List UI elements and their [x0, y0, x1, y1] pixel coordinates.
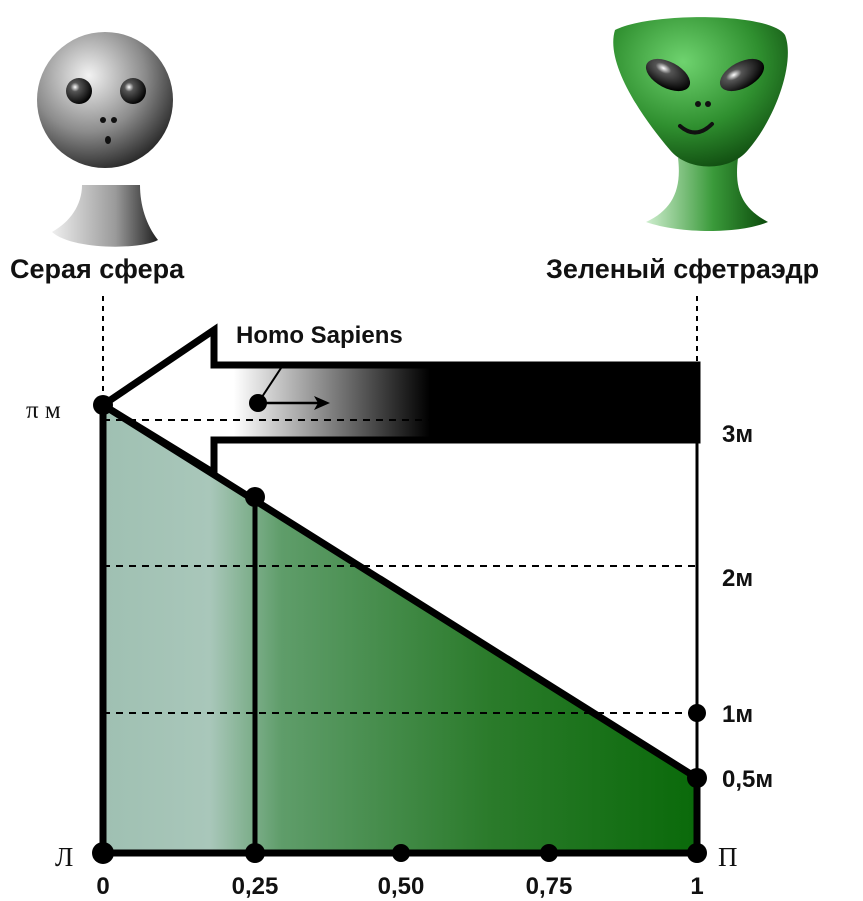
point-bottom-0 [92, 842, 114, 864]
shaded-area [103, 405, 697, 853]
homo-sapiens-arrow [96, 323, 701, 480]
point-bottom-1 [687, 843, 707, 863]
x-tick-075: 0,75 [526, 873, 573, 900]
point-right-1m [688, 704, 706, 722]
level-label-2m: 2м [722, 565, 753, 592]
point-homo-sapiens [249, 394, 267, 412]
x-tick-1: 1 [690, 873, 703, 900]
corner-label-bottom-left: Л [55, 842, 73, 872]
point-top-left [93, 395, 113, 415]
right-creature-caption: Зеленый сфетраэдр [546, 254, 819, 284]
corner-label-top-left: π м [26, 397, 61, 424]
left-creature-caption: Серая сфера [10, 254, 185, 284]
arrow-label: Homo Sapiens [236, 322, 403, 349]
point-bottom-050 [392, 844, 410, 862]
x-tick-025: 0,25 [232, 873, 279, 900]
point-bottom-025 [245, 843, 265, 863]
corner-label-bottom-right: П [718, 842, 738, 872]
level-label-3m: 3м [722, 421, 753, 448]
x-tick-050: 0,50 [378, 873, 425, 900]
point-bottom-075 [540, 844, 558, 862]
x-tick-0: 0 [96, 873, 109, 900]
point-right-05m [687, 768, 707, 788]
diagonal-edge [99, 401, 701, 782]
level-label-1m: 1м [722, 701, 753, 728]
gray-sphere-alien-icon [37, 32, 173, 247]
motion-arrow-head [314, 396, 330, 410]
point-quarter-top [245, 487, 265, 507]
green-alien-icon [613, 17, 788, 231]
level-label-05m: 0,5м [722, 766, 773, 793]
